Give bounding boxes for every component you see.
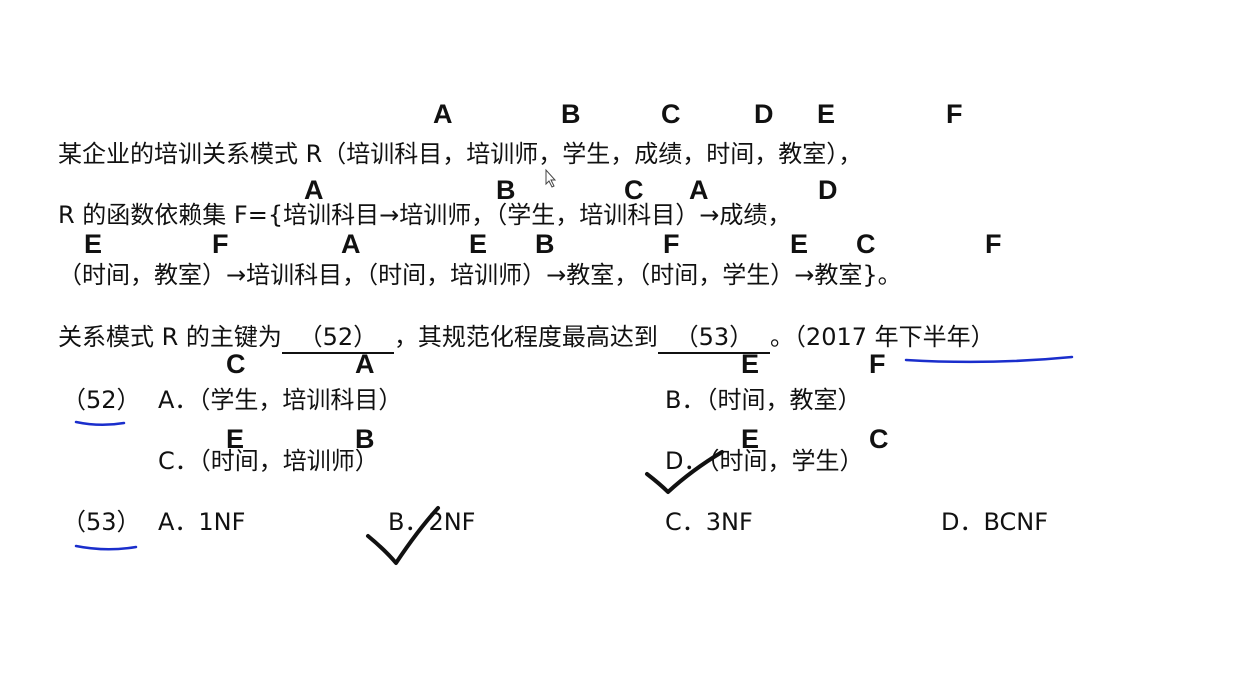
annotation-letter: A [341,229,361,259]
annotation-letter: A [304,175,324,205]
blank-52: （52） [281,322,394,354]
blank-53: （53） [657,322,770,354]
annotation-letter: E [84,229,103,259]
underline-mark [904,355,1074,364]
annotation-letter: B [355,424,375,454]
question-text-after: 。（2017 年下半年） [769,323,995,351]
question-line: 关系模式 R 的主键为（52），其规范化程度最高达到（53）。（2017 年下半… [58,322,995,354]
q52-option-d: D．（时间，学生） [665,447,864,475]
annotation-letter: F [663,229,680,259]
annotation-letter: E [790,229,809,259]
q53-option-a: A．1NF [158,508,246,536]
q52-option-c: C．（时间，培训师） [158,447,379,475]
q53-label: （53） [62,508,141,536]
problem-line-2: R 的函数依赖集 F={培训科目→培训师，（学生，培训科目）→成绩， [58,201,792,229]
annotation-letter: B [535,229,555,259]
underline-mark [74,420,126,426]
annotation-letter: C [856,229,876,259]
annotation-letter: F [985,229,1002,259]
annotation-letter: B [496,175,516,205]
q53-option-d: D．BCNF [941,508,1049,536]
annotation-letter: E [469,229,488,259]
annotation-letter: A [433,99,453,129]
annotation-letter: B [561,99,581,129]
q52-option-a: A．（学生，培训科目） [158,386,403,414]
annotation-letter: C [869,424,889,454]
annotation-letter: C [226,349,246,379]
underline-mark [74,544,138,551]
annotation-letter: E [741,349,760,379]
cursor-icon [545,168,557,188]
annotation-letter: F [946,99,963,129]
annotation-letter: E [741,424,760,454]
q53-option-c: C．3NF [665,508,753,536]
annotation-letter: A [355,349,375,379]
annotation-letter: D [754,99,774,129]
q53-option-b: B．2NF [388,508,476,536]
q52-option-b: B．（时间，教室） [665,386,862,414]
annotation-letter: C [661,99,681,129]
annotation-letter: E [226,424,245,454]
annotation-letter: A [689,175,709,205]
q52-label: （52） [62,386,141,414]
annotation-letter: D [818,175,838,205]
problem-line-3: （时间，教室）→培训科目，（时间，培训师）→教室，（时间，学生）→教室}。 [58,261,902,289]
question-text-before: 关系模式 R 的主键为 [58,323,282,351]
annotation-letter: C [624,175,644,205]
annotation-letter: F [869,349,886,379]
annotation-letter: E [817,99,836,129]
question-text-middle: ，其规范化程度最高达到 [393,323,658,351]
annotation-letter: F [212,229,229,259]
problem-line-1: 某企业的培训关系模式 R（培训科目，培训师，学生，成绩，时间，教室）， [58,140,863,168]
